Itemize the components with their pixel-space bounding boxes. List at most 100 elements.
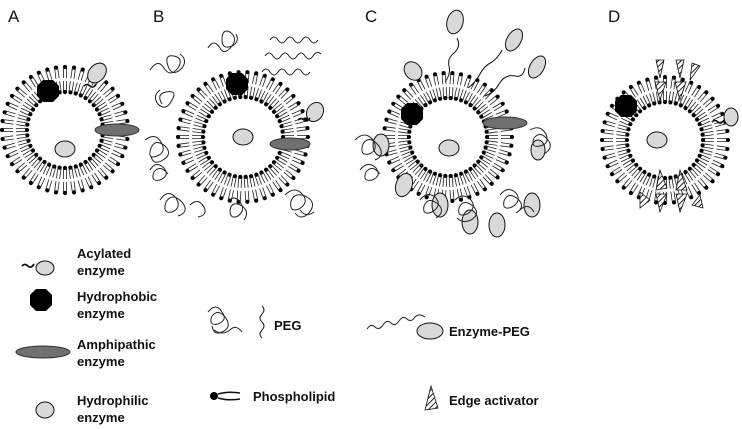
acylated-enzyme-d [723, 107, 739, 127]
phospholipid-tail [495, 109, 508, 118]
phospholipid-tail [423, 91, 432, 104]
phospholipid-tail [179, 117, 192, 125]
phospholipid-tail [276, 156, 288, 166]
phospholipid-tail [103, 87, 114, 98]
phospholipid-tail [2, 135, 14, 141]
phospholipid-head [458, 197, 464, 202]
phospholipid-tail [463, 76, 472, 88]
phospholipid-tail [429, 89, 437, 101]
phospholipid-tail [63, 182, 67, 193]
phospholipid-tail [448, 86, 454, 99]
phospholipid-head [638, 166, 643, 171]
phospholipid-head [697, 190, 702, 196]
phospholipid-head [694, 158, 700, 163]
phospholipid-tail [399, 145, 412, 153]
phospholipid-tail [487, 95, 499, 106]
phospholipid-tail [10, 94, 23, 104]
phospholipid-head [450, 71, 455, 76]
phospholipid-head [24, 127, 30, 133]
phospholipid-tail [178, 126, 190, 132]
phospholipid-tail [622, 158, 635, 169]
phospholipid-head [196, 182, 201, 187]
phospholipid-tail [264, 168, 275, 180]
phospholipid-tail [73, 82, 81, 95]
peg-coil [284, 189, 315, 218]
phospholipid-tail [114, 142, 127, 150]
phospholipid-tail [603, 120, 616, 128]
phospholipid-tail [435, 87, 442, 100]
phospholipid-tail [278, 175, 289, 186]
phospholipid-tail [252, 72, 259, 85]
phospholipid-tail [236, 190, 242, 203]
enzyme-peg-ellipse [372, 133, 390, 157]
phospholipid-tail [435, 174, 442, 187]
phospholipid-head [291, 93, 296, 99]
phospholipid-head [0, 127, 5, 133]
phospholipid-head [9, 93, 15, 98]
phospholipid-head [115, 162, 121, 167]
phospholipid-tail [191, 94, 203, 105]
phospholipid-tail [409, 83, 420, 95]
phospholipid-tail [107, 156, 120, 166]
peg-chain [444, 37, 526, 97]
phospholipid-tail [282, 128, 294, 134]
enzyme-peg-ellipse [504, 28, 524, 52]
hydrophobic-enzyme-icon [30, 289, 52, 311]
phospholipid-tail [487, 168, 499, 179]
phospholipid-head [200, 134, 206, 140]
phospholipid-head [271, 109, 277, 114]
panel-label-a: A [8, 7, 20, 26]
phospholipid-head [710, 96, 715, 101]
phospholipid-tail [249, 86, 256, 99]
phospholipid-tail [626, 163, 638, 174]
phospholipid-head [625, 143, 630, 148]
phospholipid-tail [98, 143, 111, 153]
phospholipid-head [700, 143, 705, 148]
phospholipid-head [243, 174, 248, 179]
phospholipid-tail [100, 138, 113, 146]
phospholipid-tail [448, 175, 454, 188]
phospholipid-head [190, 93, 195, 99]
phospholipid-tail [182, 156, 195, 165]
phospholipid-head [110, 86, 115, 91]
phospholipid-tail [272, 103, 284, 114]
acylated-enzyme-icon [35, 260, 55, 276]
phospholipid-head [443, 173, 448, 178]
phospholipid-tail [429, 173, 437, 185]
phospholipid-head [476, 159, 481, 164]
phospholipid-tail [683, 170, 694, 183]
phospholipid-tail [442, 86, 448, 99]
phospholipid-tail [73, 165, 81, 178]
phospholipid-head [296, 101, 301, 106]
enzyme-peg-ellipse [461, 209, 479, 235]
hydrophilic-enzyme-c [438, 139, 460, 157]
phospholipid-tail [456, 73, 463, 86]
phospholipid-tail [456, 188, 463, 201]
phospholipid-tail [16, 133, 28, 139]
phospholipid-tail [407, 160, 420, 171]
phospholipid-head [94, 107, 100, 112]
phospholipid-tail [702, 131, 714, 137]
phospholipid-tail [95, 101, 108, 112]
acyl-chain-a [83, 83, 97, 88]
phospholipid-head [476, 110, 481, 115]
phospholipid-head [638, 109, 643, 114]
phospholipid-tail [29, 75, 39, 88]
phospholipid-tail [95, 148, 108, 159]
phospholipid-head [443, 96, 448, 101]
legend-hydrophobic-enzyme: Hydrophobic enzyme [30, 289, 157, 321]
phospholipid-tail [17, 138, 30, 146]
phospholipid-tail [19, 143, 32, 153]
phospholipid-tails-icon [217, 391, 241, 401]
hydrophobic-enzyme-b [226, 73, 248, 95]
phospholipid-tail [16, 128, 27, 132]
phospholipid-tail [259, 75, 267, 87]
phospholipid-tail [711, 159, 724, 168]
phospholipid-head [687, 166, 693, 171]
phospholipid-head [715, 103, 721, 108]
phospholipid-tail [237, 176, 243, 189]
phospholipid-head [415, 159, 420, 164]
acylated-enzyme-a [87, 62, 107, 84]
phospholipid-tail [398, 135, 409, 139]
